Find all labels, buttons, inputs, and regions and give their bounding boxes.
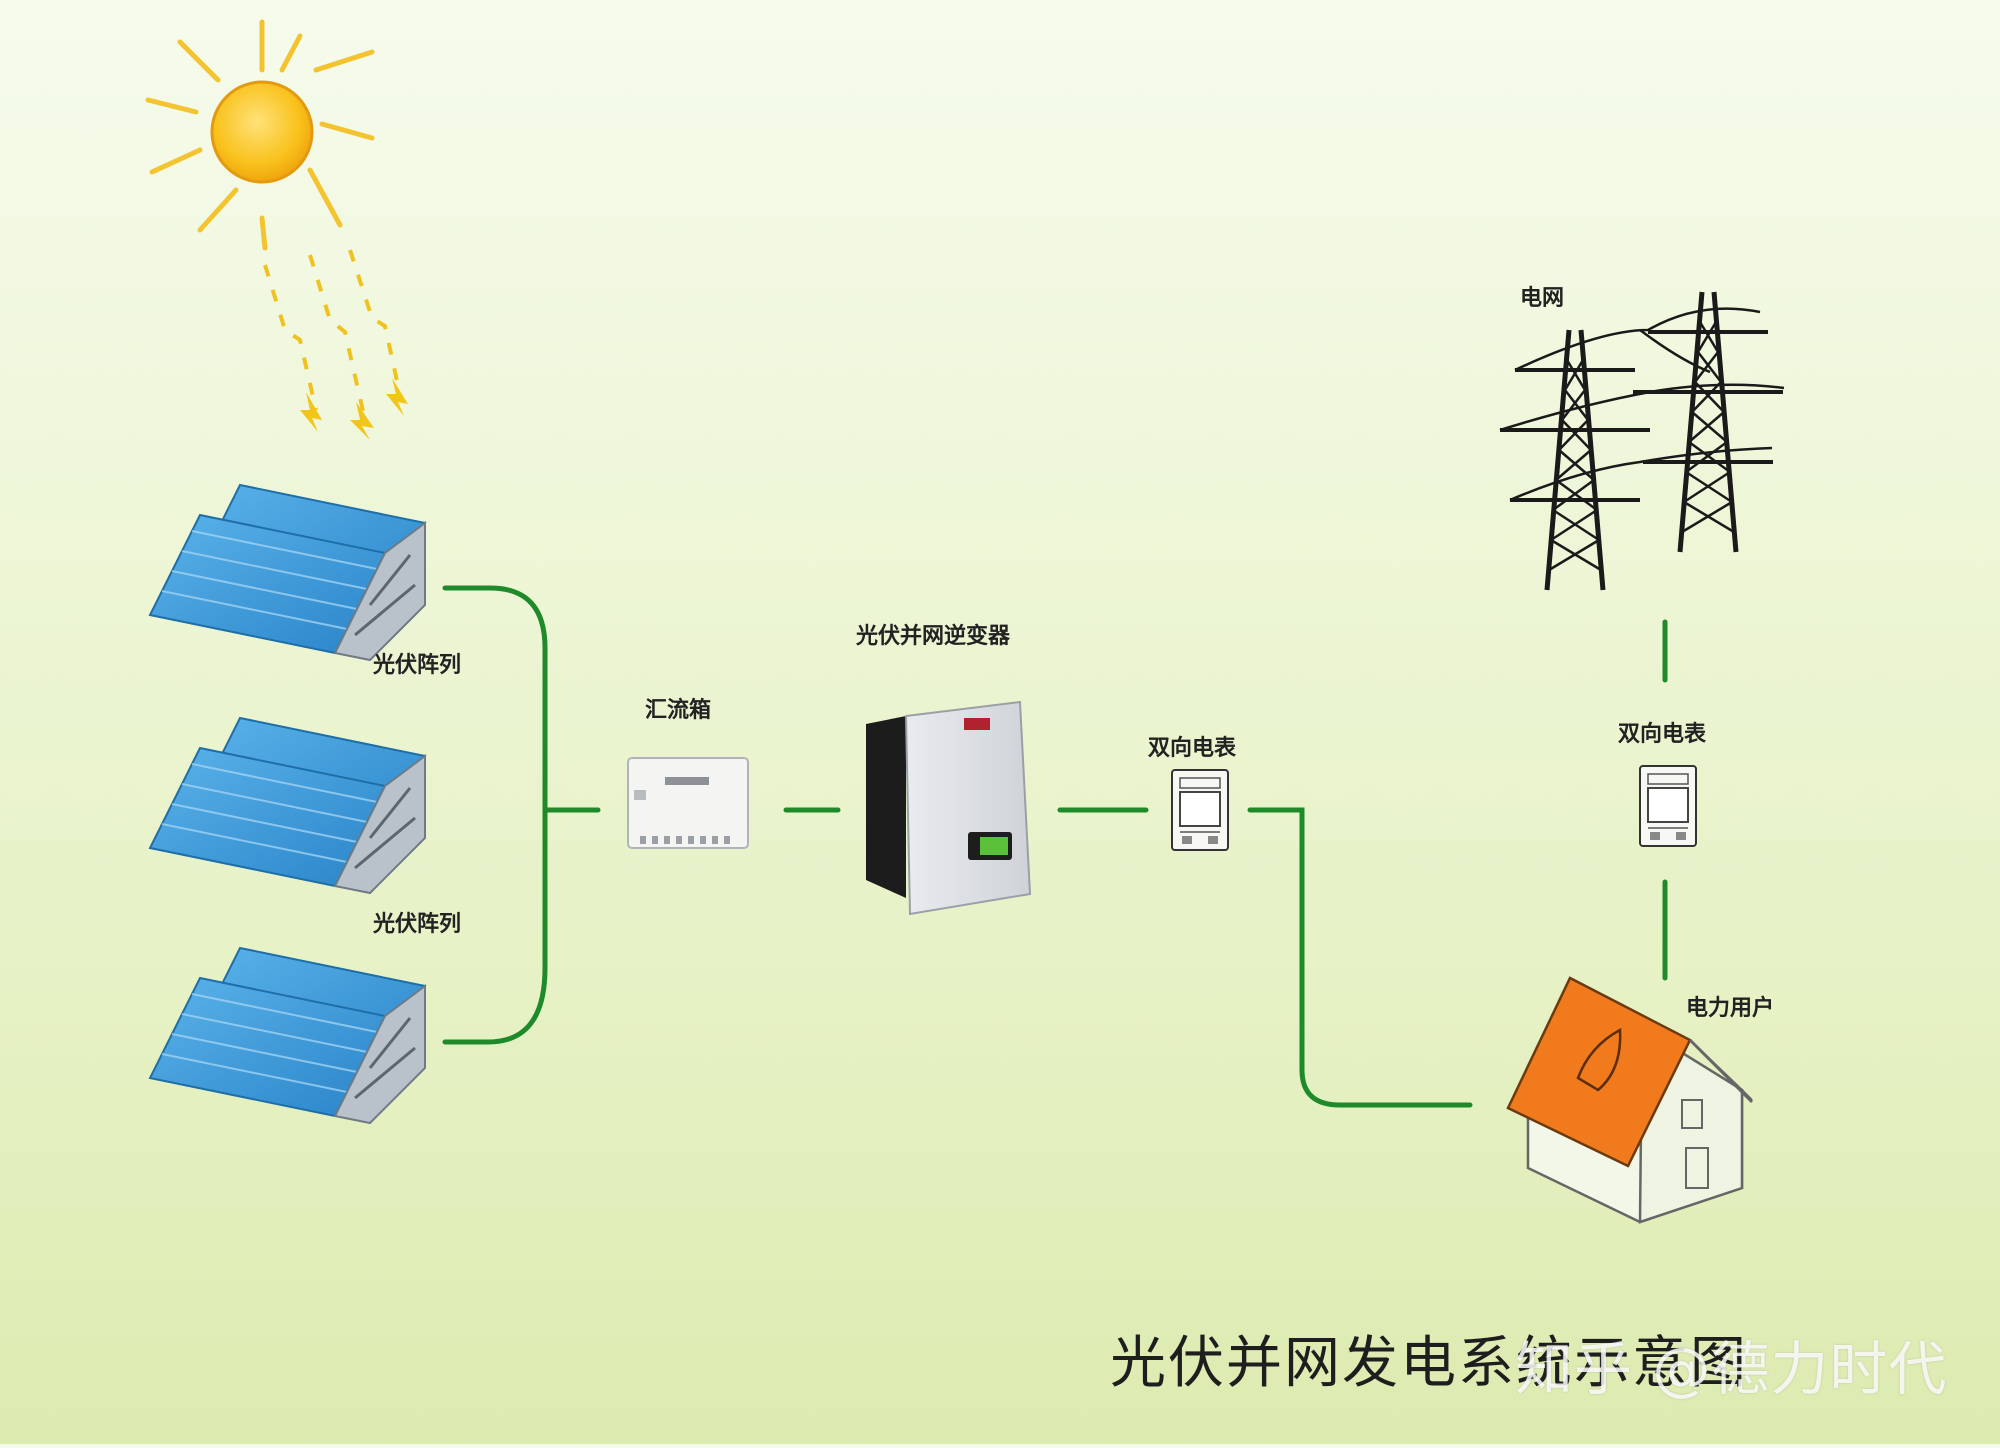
house-icon <box>1506 976 1754 1224</box>
diagram-title: 光伏并网发电系统示意图 <box>1110 1331 1748 1396</box>
label-pv-array-2: 光伏阵列 <box>373 912 462 937</box>
label-bidirectional-meter-2: 双向电表 <box>1618 722 1707 747</box>
label-grid-inverter: 光伏并网逆变器 <box>856 624 1011 649</box>
pv-array-3-icon <box>148 946 427 1125</box>
connector-lines <box>442 585 1668 1108</box>
label-pv-array-1: 光伏阵列 <box>373 653 462 678</box>
sun-icon <box>145 19 375 251</box>
bidirectional-meter-2-icon <box>1639 765 1697 847</box>
power-grid-icon <box>1500 292 1784 590</box>
label-bidirectional-meter-1: 双向电表 <box>1148 736 1237 761</box>
sunlight-rays-icon <box>263 249 402 421</box>
pv-array-2-icon <box>148 716 427 895</box>
sunlight-bolt-icons <box>300 378 408 440</box>
label-power-user: 电力用户 <box>1686 996 1775 1021</box>
watermark: 知乎 @德力时代 <box>1515 1335 1948 1403</box>
pv-array-1-icon <box>148 483 427 662</box>
label-combiner-box: 汇流箱 <box>645 698 712 723</box>
combiner-box-icon <box>627 757 749 849</box>
label-power-grid: 电网 <box>1520 286 1565 311</box>
grid-inverter-icon <box>866 700 1032 916</box>
bidirectional-meter-1-icon <box>1171 769 1229 851</box>
